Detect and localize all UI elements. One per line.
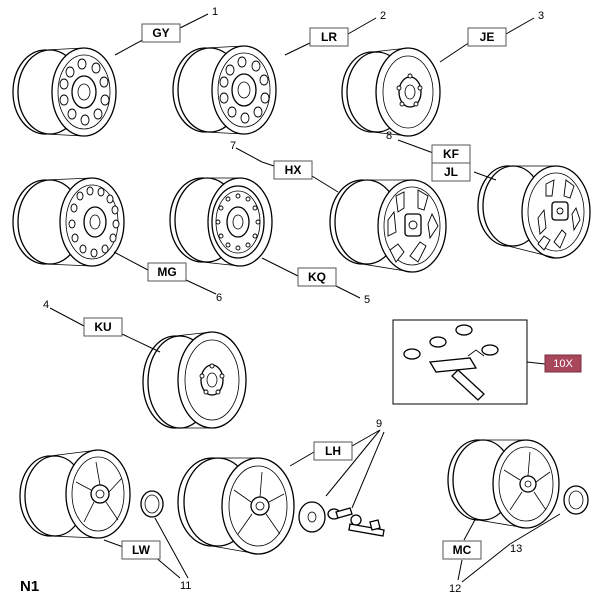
code-label-12: MC [442, 540, 482, 560]
item-number-4: 4 [43, 299, 49, 311]
wheel-1-steel[interactable] [12, 47, 117, 137]
code-11: LW [132, 543, 151, 557]
wheel-12-center-cap[interactable] [563, 485, 589, 515]
wheel-2-steel[interactable] [172, 45, 277, 135]
item-number-2: 2 [380, 10, 386, 22]
code-label-1: GY [141, 23, 181, 43]
code-1: GY [152, 26, 169, 40]
code-2: LR [321, 30, 337, 44]
accessory-kit-code: 10X [553, 358, 573, 370]
code-label-6: MG [147, 262, 187, 282]
code-label-9: LH [313, 441, 353, 461]
code-5-visible: KQ [308, 270, 326, 284]
wheel-11-center-cap[interactable] [140, 490, 164, 518]
wheel-6-steel[interactable] [12, 177, 125, 267]
code-label-5: LR KQ [297, 267, 337, 287]
item-number-3: 3 [538, 10, 544, 22]
item-number-12: 12 [449, 583, 461, 595]
code-8b: JL [444, 165, 458, 179]
item-number-5: 5 [364, 294, 370, 306]
code-label-3: JE [467, 27, 507, 47]
code-8a: KF [443, 147, 459, 161]
wheel-5-steel[interactable] [169, 177, 273, 267]
code-label-2: LR [309, 27, 349, 47]
code-label-7: HX [273, 160, 313, 180]
accessory-kit-box[interactable] [392, 319, 528, 405]
corner-label: N1 [20, 578, 39, 595]
accessory-kit-label: 10X [544, 354, 582, 373]
item-number-13: 13 [510, 543, 522, 555]
code-7: HX [285, 163, 302, 177]
code-6: MG [157, 265, 176, 279]
wheel-4-spare-steel[interactable] [142, 331, 247, 429]
wheel-8-alloy[interactable] [477, 165, 591, 259]
item-number-1: 1 [212, 6, 218, 18]
item-number-11: 11 [180, 580, 191, 592]
wheel-11-alloy[interactable] [19, 449, 131, 539]
wheel-12-alloy[interactable] [447, 439, 560, 529]
code-9: LH [325, 444, 341, 458]
code-label-8: KF JL [431, 144, 471, 182]
code-4: KU [94, 320, 111, 334]
code-3: JE [480, 30, 495, 44]
wheel-9-center-cap[interactable] [298, 501, 326, 533]
code-label-4: KU [83, 317, 123, 337]
code-12: MC [453, 543, 472, 557]
wheel-9-alloy[interactable] [177, 457, 295, 555]
item-number-8: 8 [386, 130, 392, 142]
code-label-11: LW [121, 540, 161, 560]
wheel-3-steel[interactable] [341, 47, 441, 137]
item-number-6: 6 [216, 292, 222, 304]
wheel-bolts-and-key[interactable] [327, 507, 385, 537]
wheel-7-alloy[interactable] [329, 179, 447, 273]
item-number-7: 7 [230, 140, 236, 152]
item-number-9: 9 [376, 418, 382, 430]
